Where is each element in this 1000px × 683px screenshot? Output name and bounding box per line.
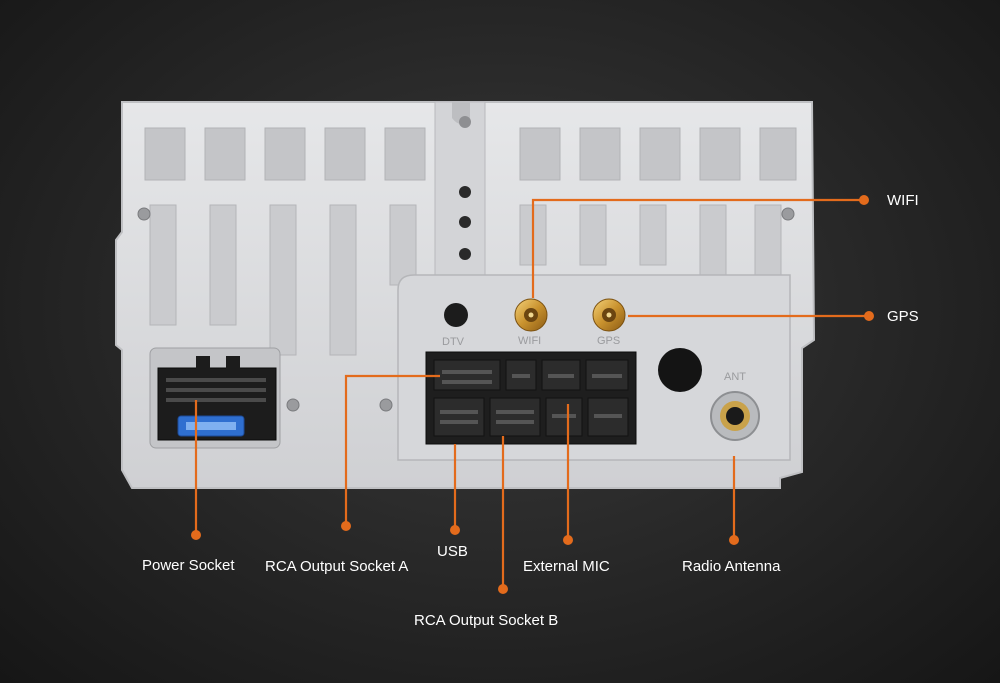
callout-wifi-dot — [859, 195, 869, 205]
power-socket-connector — [149, 347, 281, 449]
marking-gps: GPS — [597, 335, 620, 347]
marking-wifi: WIFI — [518, 335, 541, 347]
callout-usb-dot — [450, 525, 460, 535]
label-rca-output-a: RCA Output Socket A — [265, 558, 409, 575]
radio-antenna-socket — [710, 391, 760, 441]
label-usb: USB — [437, 543, 468, 560]
callout-wifi-line — [531, 198, 862, 298]
label-rca-output-b: RCA Output Socket B — [414, 612, 559, 629]
callout-antenna-dot — [729, 535, 739, 545]
label-power-socket: Power Socket — [142, 557, 235, 574]
label-gps: GPS — [887, 308, 919, 325]
label-radio-antenna: Radio Antenna — [682, 558, 781, 575]
callout-rca-a-dot — [341, 521, 351, 531]
multi-connector-block — [425, 351, 637, 445]
callout-lines — [194, 198, 868, 588]
wifi-sma-connector — [514, 298, 548, 332]
gps-sma-connector — [592, 298, 626, 332]
marking-dtv: DTV — [442, 336, 465, 348]
connector-panel — [397, 274, 791, 461]
label-external-mic: External MIC — [523, 558, 610, 575]
callout-rca-a-line — [344, 374, 440, 525]
callout-dots — [191, 195, 874, 594]
callout-rca-b-dot — [498, 584, 508, 594]
label-wifi: WIFI — [887, 192, 919, 209]
callout-gps-dot — [864, 311, 874, 321]
callout-mic-dot — [563, 535, 573, 545]
dtv-port-hole — [444, 303, 468, 327]
callout-power-dot — [191, 530, 201, 540]
marking-ant: ANT — [724, 371, 746, 383]
